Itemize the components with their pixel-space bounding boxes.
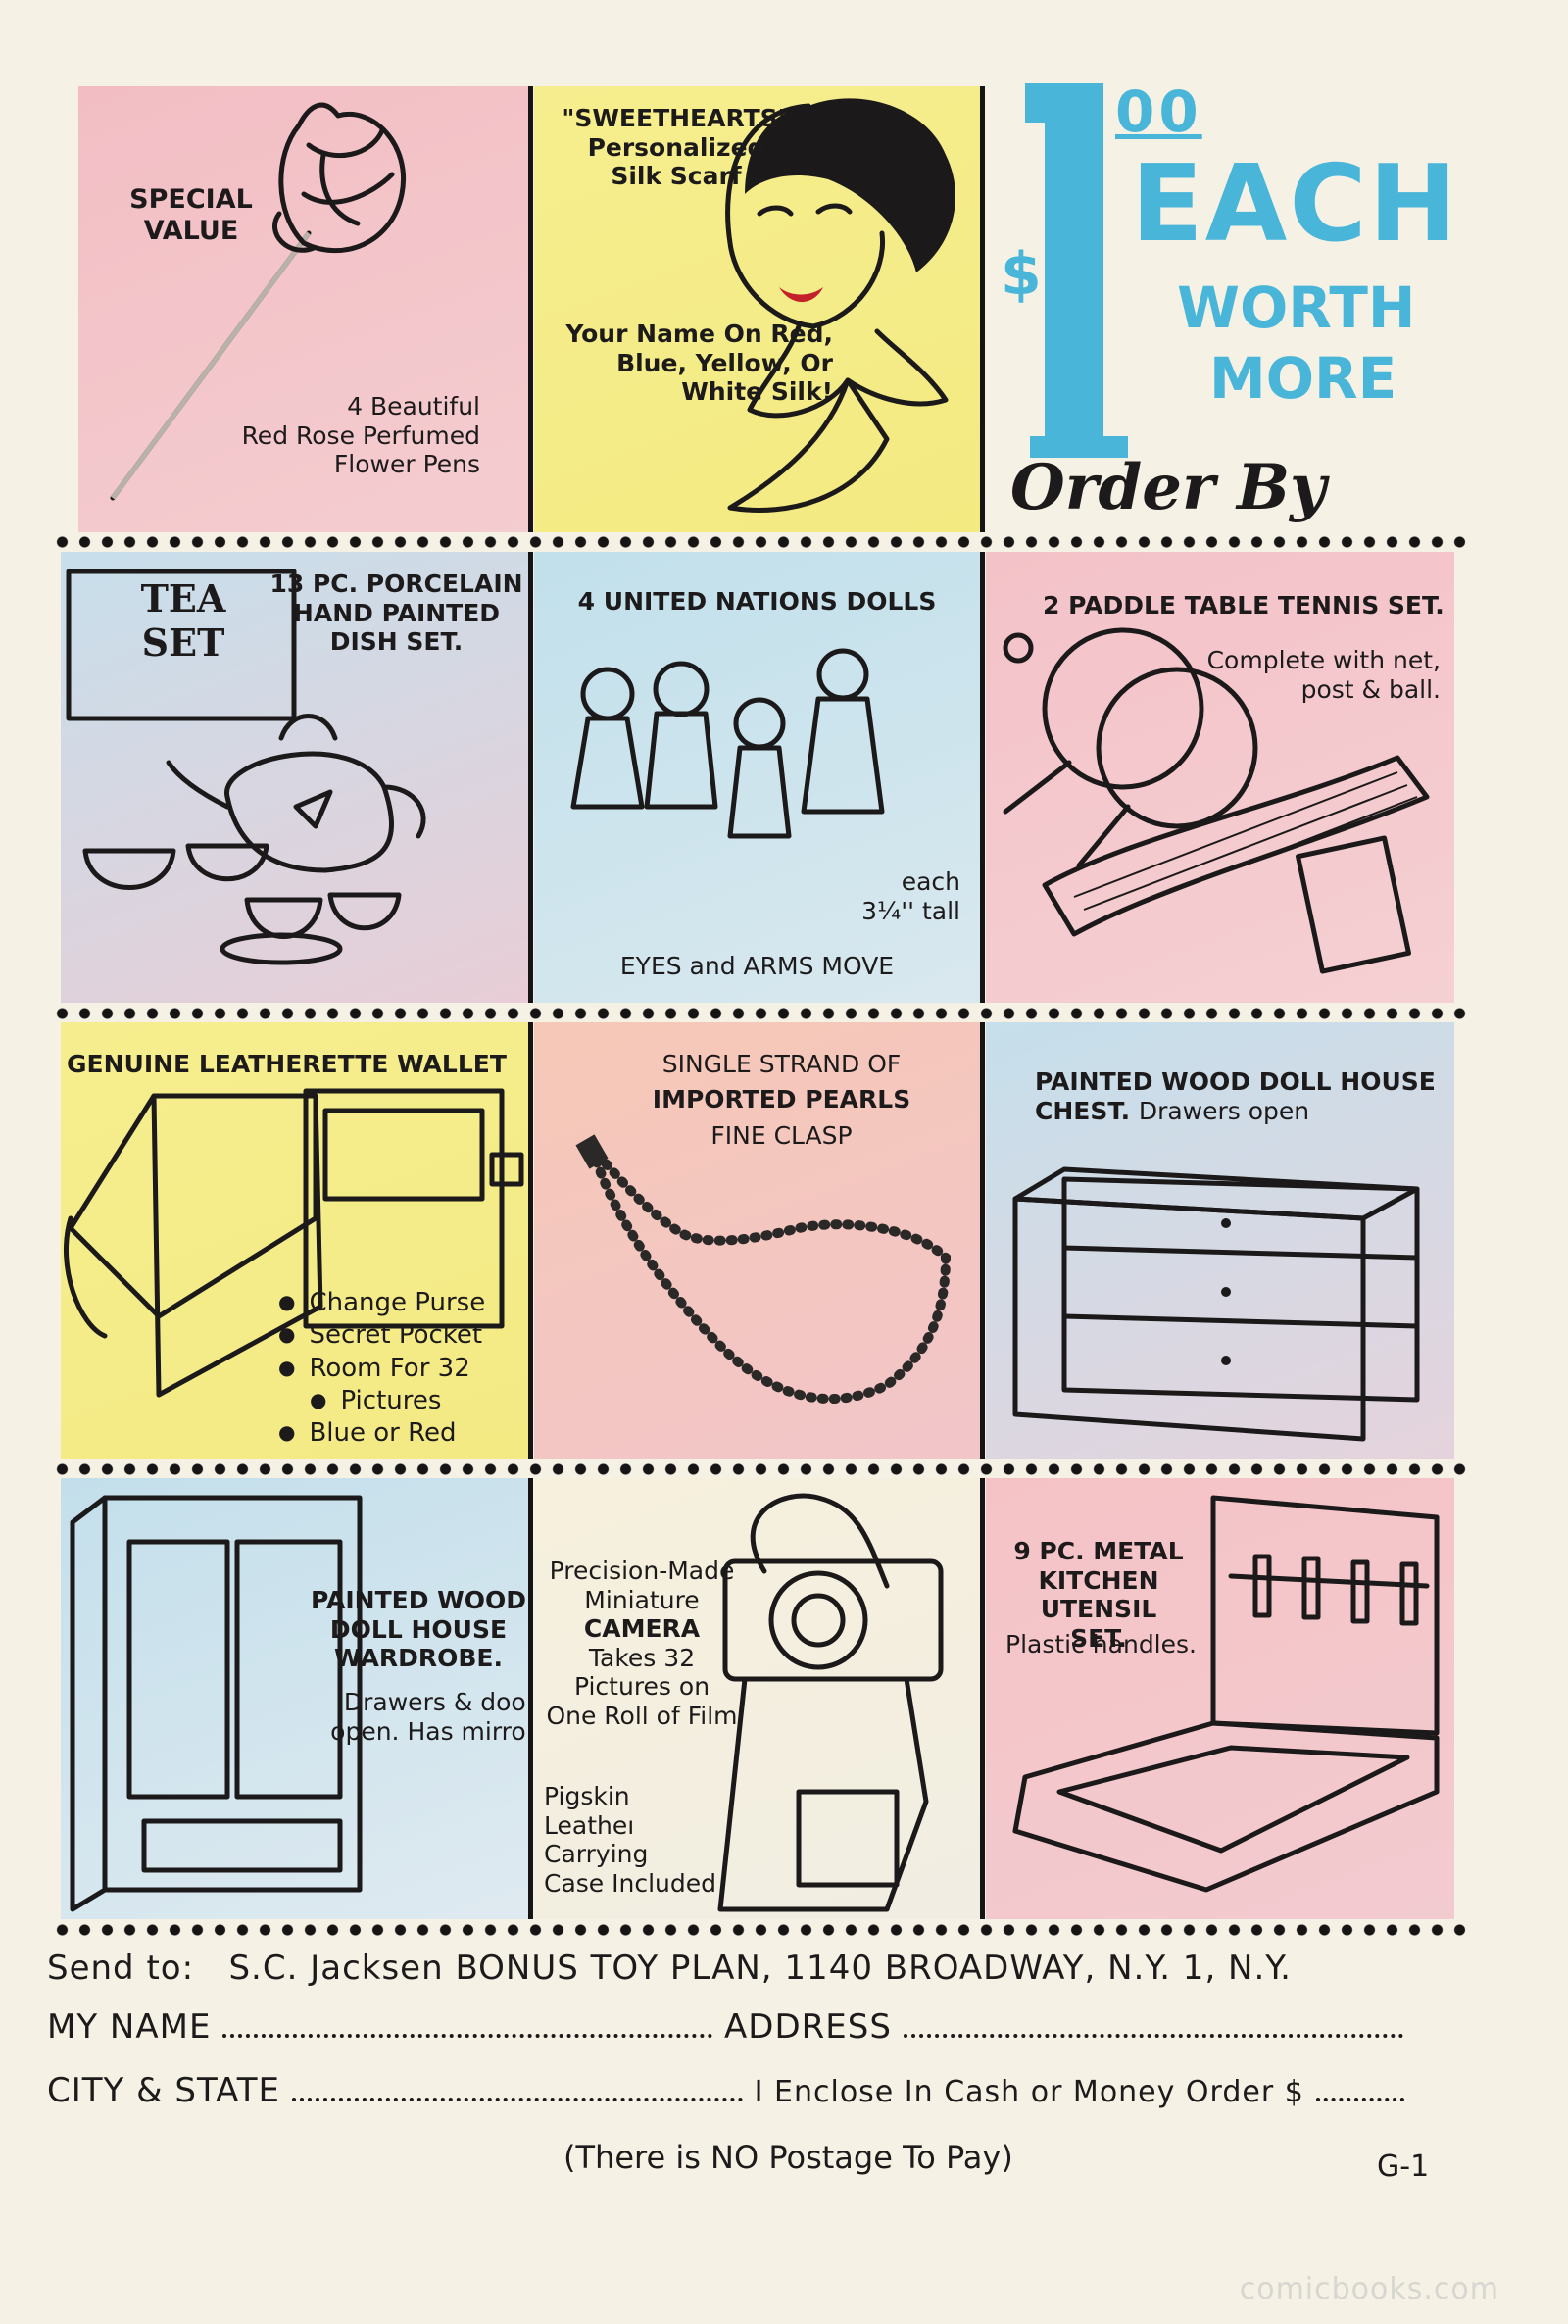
tea-set-illustration <box>66 569 426 965</box>
watermark: comicbooks.com <box>1239 2272 1499 2306</box>
each-label: EACH <box>1131 143 1460 266</box>
doll-house-chest-illustration <box>1012 1166 1420 1442</box>
feature-item: Blue or Red <box>278 1417 485 1450</box>
cents-label: 00 <box>1115 78 1202 145</box>
dolls-title: 4 UNITED NATIONS DOLLS <box>577 587 937 616</box>
page-code: G-1 <box>1377 2150 1430 2184</box>
perforation-row <box>51 1008 1472 1019</box>
utensils-description: Plastic handles. <box>1005 1630 1197 1658</box>
postage-note: (There is NO Postage To Pay) <box>564 2139 1013 2176</box>
enclose-label: I Enclose In Cash or Money Order $ <box>754 2075 1304 2109</box>
camera-name: CAMERA <box>583 1614 701 1643</box>
divider <box>980 1478 985 1919</box>
tennis-panel: 2 PADDLE TABLE TENNIS SET. Complete with… <box>986 552 1454 1003</box>
dollar-sign: $ <box>1001 240 1042 309</box>
feature-item: Room For 32 <box>278 1353 485 1385</box>
dolls-footer: EYES and ARMS MOVE <box>619 952 895 980</box>
dolls-illustration <box>570 648 885 839</box>
mailing-address: S.C. Jacksen BONUS TOY PLAN, 1140 BROADW… <box>228 1949 1292 1988</box>
tennis-title: 2 PADDLE TABLE TENNIS SET. <box>1043 591 1445 619</box>
divider <box>528 1478 533 1919</box>
amount-field[interactable] <box>1315 2090 1404 2101</box>
table-tennis-illustration <box>1003 627 1430 974</box>
feature-item-continued: Pictures <box>278 1385 485 1417</box>
divider <box>980 86 985 532</box>
name-address-line: MY NAME ADDRESS <box>47 2007 1403 2047</box>
pearl-necklace-illustration <box>575 1134 952 1405</box>
wallet-panel: GENUINE LEATHERETTE WALLET Change Purse … <box>61 1022 528 1459</box>
more-label: MORE <box>1209 345 1397 412</box>
wallet-features: Change Purse Secret Pocket Room For 32 P… <box>278 1287 485 1450</box>
perforation-row <box>51 1463 1472 1475</box>
name-field[interactable] <box>222 2026 713 2038</box>
name-label: MY NAME <box>47 2007 212 2047</box>
feature-item: Secret Pocket <box>278 1319 485 1352</box>
divider <box>980 552 985 1003</box>
perforation-row <box>51 1924 1472 1936</box>
feature-item: Change Purse <box>278 1287 485 1319</box>
big-one-numeral <box>1045 83 1103 456</box>
city-state-field[interactable] <box>291 2090 743 2101</box>
wallet-title: GENUINE LEATHERETTE WALLET <box>67 1050 507 1078</box>
order-by-mail-label: Order By Mail <box>1010 451 1327 534</box>
kitchen-utensil-illustration <box>1012 1495 1440 1893</box>
tennis-description: Complete with net,post & ball. <box>1206 646 1441 704</box>
address-field[interactable] <box>903 2026 1403 2038</box>
send-to-line: Send to: S.C. Jacksen BONUS TOY PLAN, 11… <box>47 1949 1292 1988</box>
divider <box>528 1022 533 1459</box>
divider <box>528 552 533 1003</box>
city-state-label: CITY & STATE <box>47 2071 281 2110</box>
city-state-line: CITY & STATE I Enclose In Cash or Money … <box>47 2071 1404 2110</box>
perforation-row <box>51 536 1472 548</box>
miniature-camera-illustration <box>717 1493 944 1912</box>
rose-pen-illustration <box>110 102 406 501</box>
worth-label: WORTH <box>1177 274 1416 341</box>
divider <box>980 1022 985 1459</box>
address-label: ADDRESS <box>724 2007 892 2047</box>
woman-scarf-illustration <box>725 98 956 513</box>
send-to-label: Send to: <box>47 1949 195 1988</box>
headline-panel: $ 00 EACH WORTH MORE Order By Mail <box>986 74 1495 534</box>
wardrobe-illustration <box>70 1495 363 1912</box>
divider <box>528 86 533 532</box>
